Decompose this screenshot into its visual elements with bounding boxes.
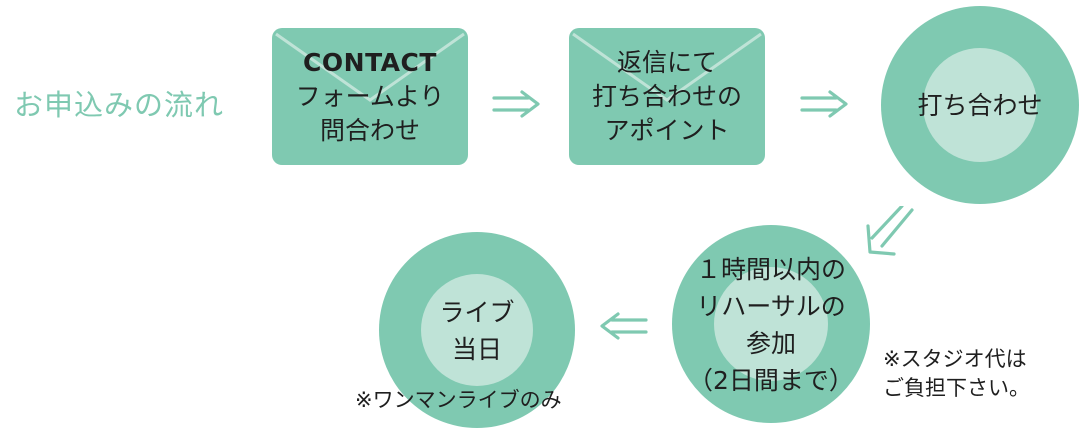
- step-meeting-inner-circle: [923, 48, 1037, 162]
- studio-fee-note: ※スタジオ代は ご負担下さい。: [883, 345, 1030, 403]
- step-live-circle: ライブ 当日: [379, 232, 575, 428]
- step-meeting-circle: 打ち合わせ: [881, 6, 1079, 204]
- arrow-down-left-icon: [866, 206, 914, 256]
- step-contact-text: CONTACT フォームより 問合わせ: [272, 46, 468, 148]
- step-contact-line3: 問合わせ: [319, 116, 420, 145]
- arrow-left-icon: [600, 312, 648, 340]
- step-contact-line1: CONTACT: [303, 48, 437, 77]
- step-live-text: ライブ 当日: [379, 294, 575, 368]
- step-meeting-label: 打ち合わせ: [917, 91, 1043, 120]
- step-live-inner-circle: [421, 274, 533, 386]
- step-rehearsal-line2: リハーサルの: [696, 292, 846, 321]
- step-rehearsal-circle: １時間以内の リハーサルの 参加 （2日間まで）: [672, 225, 870, 423]
- step-live-line1: ライブ: [439, 298, 515, 327]
- step-reply-line3: アポイント: [604, 116, 730, 145]
- step-reply-envelope: 返信にて 打ち合わせの アポイント: [569, 28, 765, 165]
- step-rehearsal-line1: １時間以内の: [695, 255, 846, 284]
- arrow-right-icon: [492, 90, 540, 118]
- arrow-right-icon: [800, 90, 848, 118]
- step-live-line2: 当日: [451, 335, 502, 364]
- studio-fee-note-line2: ご負担下さい。: [883, 376, 1030, 400]
- flow-title: お申込みの流れ: [14, 88, 225, 122]
- step-reply-line2: 打ち合わせの: [591, 82, 742, 111]
- step-reply-text: 返信にて 打ち合わせの アポイント: [569, 46, 765, 148]
- studio-fee-note-line1: ※スタジオ代は: [883, 347, 1027, 371]
- oneman-note: ※ワンマンライブのみ: [355, 388, 562, 412]
- envelope-icon: [569, 28, 765, 165]
- step-rehearsal-line4: （2日間まで）: [688, 366, 854, 395]
- step-contact-envelope: CONTACT フォームより 問合わせ: [272, 28, 468, 165]
- step-contact-line2: フォームより: [295, 82, 445, 111]
- envelope-icon: [272, 28, 468, 165]
- step-rehearsal-inner-circle: [714, 267, 828, 381]
- step-reply-line1: 返信にて: [616, 48, 717, 77]
- step-rehearsal-text: １時間以内の リハーサルの 参加 （2日間まで）: [672, 251, 870, 399]
- step-rehearsal-line3: 参加: [745, 329, 796, 358]
